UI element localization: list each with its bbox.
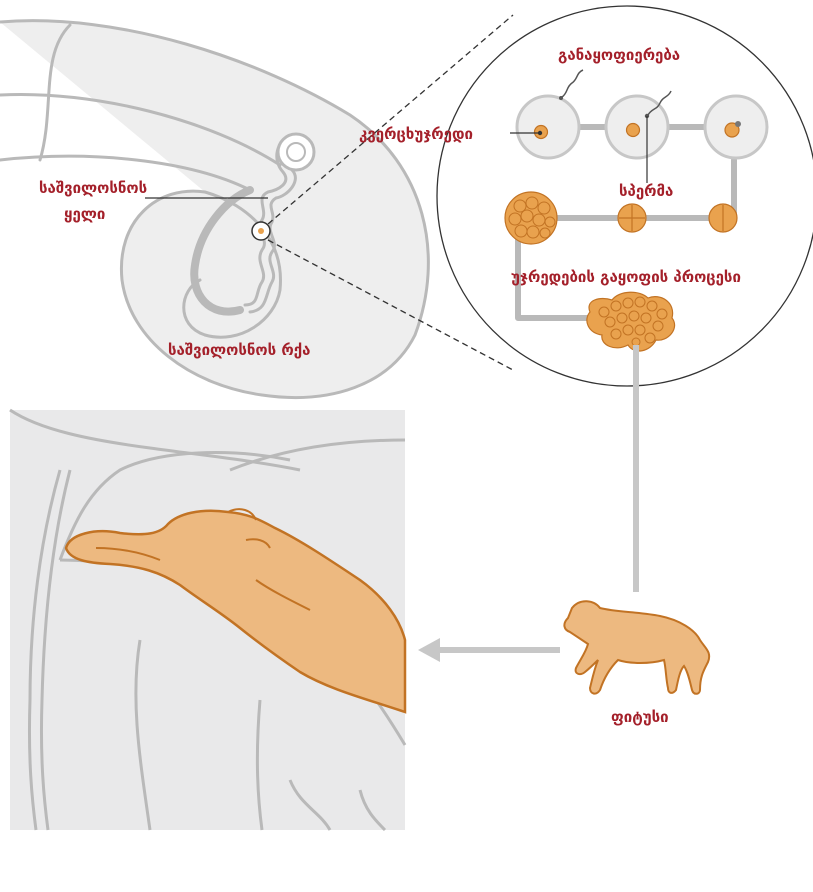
label-oviduct-line1: საშვილოსნოს bbox=[39, 179, 147, 197]
label-sperm: სპერმა bbox=[619, 182, 673, 200]
label-fetus: ფიტუსი bbox=[611, 708, 669, 726]
label-uterine-horn: საშვილოსნოს რქა bbox=[168, 341, 310, 359]
label-cell-division: უჯრედების გაყოფის პროცესი bbox=[511, 268, 741, 286]
label-oviduct-line2: ყელი bbox=[64, 205, 105, 223]
egg-in-oviduct bbox=[258, 228, 264, 234]
label-egg-cell: კვერცხუჯრედი bbox=[359, 125, 473, 143]
label-fertilization: განაყოფიერება bbox=[558, 46, 680, 64]
arrow-head bbox=[418, 638, 440, 662]
cow-illustration bbox=[10, 410, 405, 830]
fetus-calf bbox=[564, 601, 709, 694]
ovary bbox=[278, 134, 314, 170]
